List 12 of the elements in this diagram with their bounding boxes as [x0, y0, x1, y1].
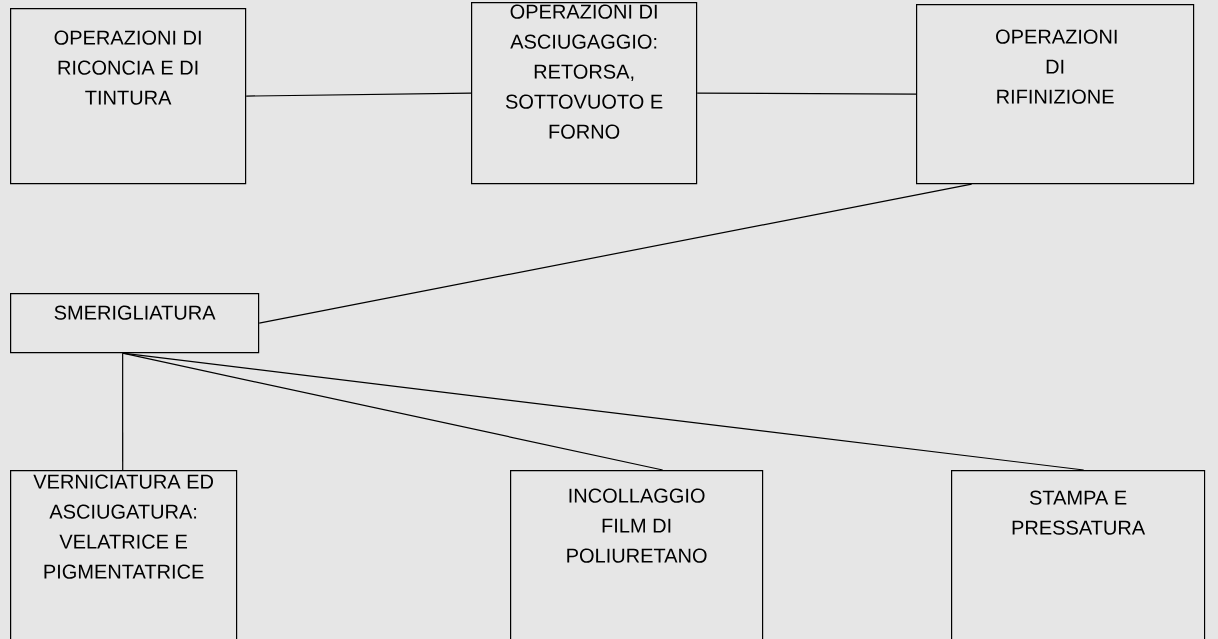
process-box: STAMPA E PRESSATURA	[951, 470, 1206, 639]
connector-line	[258, 183, 973, 324]
connector-line	[122, 352, 1085, 471]
connector-line	[122, 352, 124, 471]
process-box: OPERAZIONI DI RICONCIA E DI TINTURA	[10, 8, 247, 185]
connector-line	[245, 92, 472, 97]
process-box: INCOLLAGGIO FILM DI POLIURETANO	[510, 470, 764, 639]
process-box: VERNICIATURA ED ASCIUGATURA: VELATRICE E PIGMENTATRICE	[10, 470, 238, 639]
process-box: OPERAZIONI DI ASCIUGAGGIO: RETORSA, SOTTOVUOTO E FORNO	[471, 2, 698, 185]
process-box: OPERAZIONI DI RIFINIZIONE	[916, 4, 1195, 185]
connector-line	[696, 92, 917, 95]
process-box: SMERIGLIATURA	[10, 293, 260, 354]
